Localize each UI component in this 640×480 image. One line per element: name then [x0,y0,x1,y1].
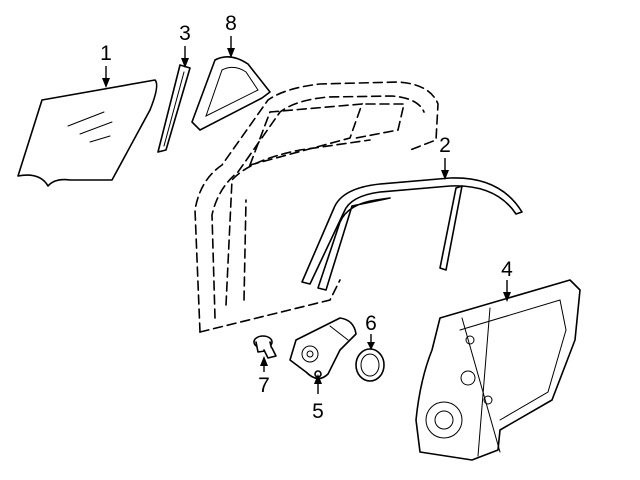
bolt [253,335,277,359]
callout-4: 4 [501,258,513,302]
callout-6: 6 [365,312,377,350]
callout-2: 2 [439,134,451,180]
callout-4-label: 4 [501,258,513,281]
callout-1: 1 [100,42,112,88]
door-glass [17,79,158,187]
callout-6-label: 6 [365,312,377,335]
callout-3: 3 [179,22,191,68]
callout-3-label: 3 [179,22,191,45]
callout-5: 5 [312,374,324,423]
division-channel [157,64,191,153]
run-channel [301,177,523,291]
callout-1-label: 1 [100,42,112,65]
callout-2-label: 2 [439,134,451,157]
callout-7: 7 [258,356,270,397]
window-motor [289,317,357,380]
quarter-glass [191,56,271,131]
callout-5-label: 5 [312,400,324,423]
callout-8-label: 8 [225,12,237,35]
door-outline [194,81,439,333]
callout-7-label: 7 [258,374,270,397]
callout-8: 8 [225,12,237,58]
grommet [355,348,385,382]
window-regulator [415,279,581,461]
